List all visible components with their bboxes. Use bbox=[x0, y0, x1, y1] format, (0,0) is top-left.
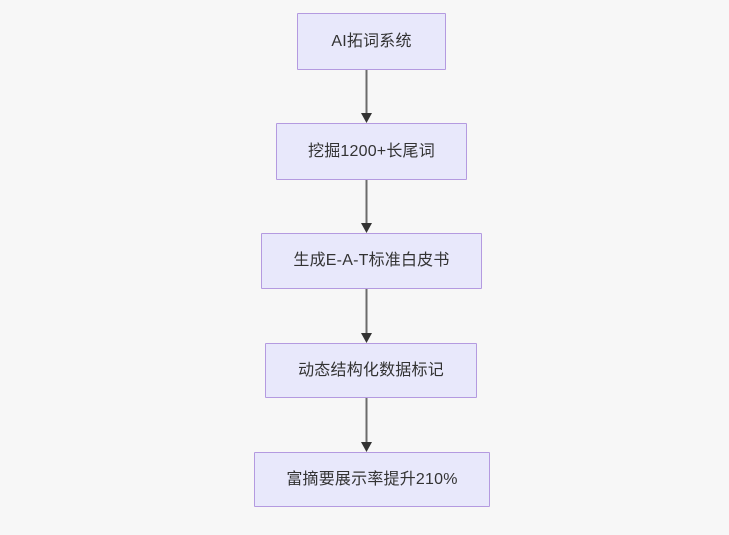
flow-edge-n1-n2 bbox=[360, 70, 373, 123]
flow-node-structured-data-markup[interactable]: 动态结构化数据标记 bbox=[265, 343, 477, 398]
edge-arrow-icon bbox=[360, 180, 372, 233]
flow-node-longtail-keywords[interactable]: 挖掘1200+长尾词 bbox=[276, 123, 467, 180]
flow-node-eat-whitepaper[interactable]: 生成E-A-T标准白皮书 bbox=[261, 233, 482, 289]
edge-arrow-icon bbox=[360, 398, 372, 452]
flow-node-label: 挖掘1200+长尾词 bbox=[308, 142, 435, 160]
flow-edge-n3-n4 bbox=[360, 289, 373, 343]
flow-node-label: 动态结构化数据标记 bbox=[298, 361, 444, 379]
flow-node-label: 富摘要展示率提升210% bbox=[286, 470, 458, 488]
edge-arrow-icon bbox=[360, 289, 372, 343]
flow-edge-n2-n3 bbox=[360, 180, 373, 233]
flow-node-ai-keyword-system[interactable]: AI拓词系统 bbox=[297, 13, 446, 70]
flow-node-rich-snippet-result[interactable]: 富摘要展示率提升210% bbox=[254, 452, 490, 507]
edge-arrow-icon bbox=[360, 70, 372, 123]
flow-node-label: 生成E-A-T标准白皮书 bbox=[293, 252, 450, 270]
flow-node-label: AI拓词系统 bbox=[331, 32, 412, 50]
flow-edge-n4-n5 bbox=[360, 398, 373, 452]
